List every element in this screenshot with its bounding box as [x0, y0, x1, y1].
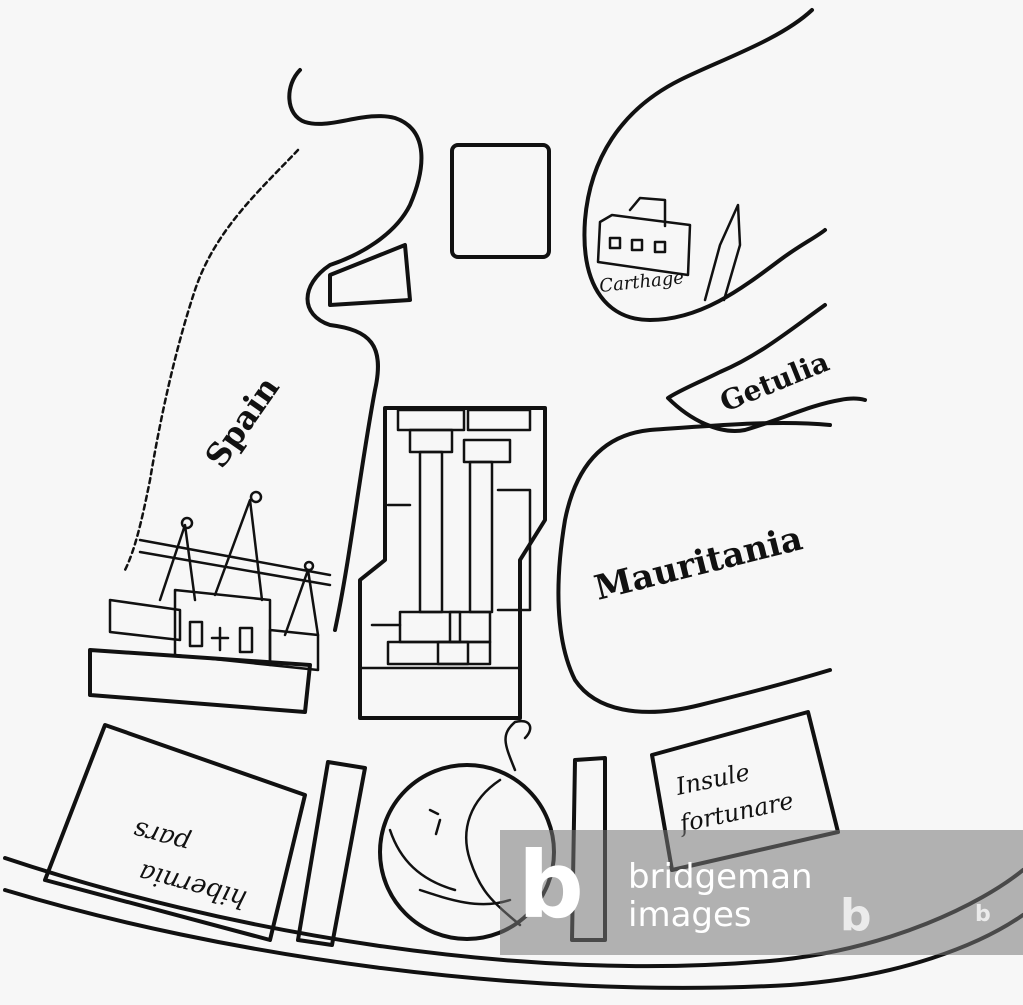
mauritania-coastline — [556, 420, 832, 714]
watermark-logo: b — [518, 832, 584, 939]
watermark-mark-1: b — [840, 890, 872, 941]
pillars-backdrop — [358, 488, 532, 670]
island-rectangle-top — [450, 143, 551, 259]
watermark-banner: b bridgeman images b b — [500, 830, 1023, 955]
watermark-line2: images — [628, 895, 752, 935]
watermark-line1: bridgeman — [628, 857, 813, 897]
carthage-coastline — [582, 8, 827, 322]
pillar-right — [436, 408, 532, 666]
carthage-city-illustration — [596, 196, 742, 302]
pillar-left — [386, 408, 470, 666]
hibernia-island — [43, 723, 307, 942]
label-hibernia-line1: hibernia — [136, 857, 250, 914]
getulia-coastline — [666, 303, 867, 433]
label-spain: Spain — [197, 370, 286, 475]
label-mauritania: Mauritania — [591, 518, 807, 608]
island-strip-left — [296, 760, 367, 947]
watermark-text: bridgeman images — [628, 858, 813, 934]
pillars-frame — [358, 406, 547, 720]
watermark-mark-2: b — [975, 902, 991, 927]
spain-coastline — [287, 68, 424, 632]
spain-hatched-border — [123, 148, 300, 572]
spain-city-illustration — [88, 490, 332, 714]
label-hibernia-line2: pars — [130, 814, 194, 858]
label-carthage: Carthage — [598, 267, 685, 297]
label-insule-line1: Insule — [672, 758, 752, 801]
island-north-spain — [328, 243, 412, 307]
